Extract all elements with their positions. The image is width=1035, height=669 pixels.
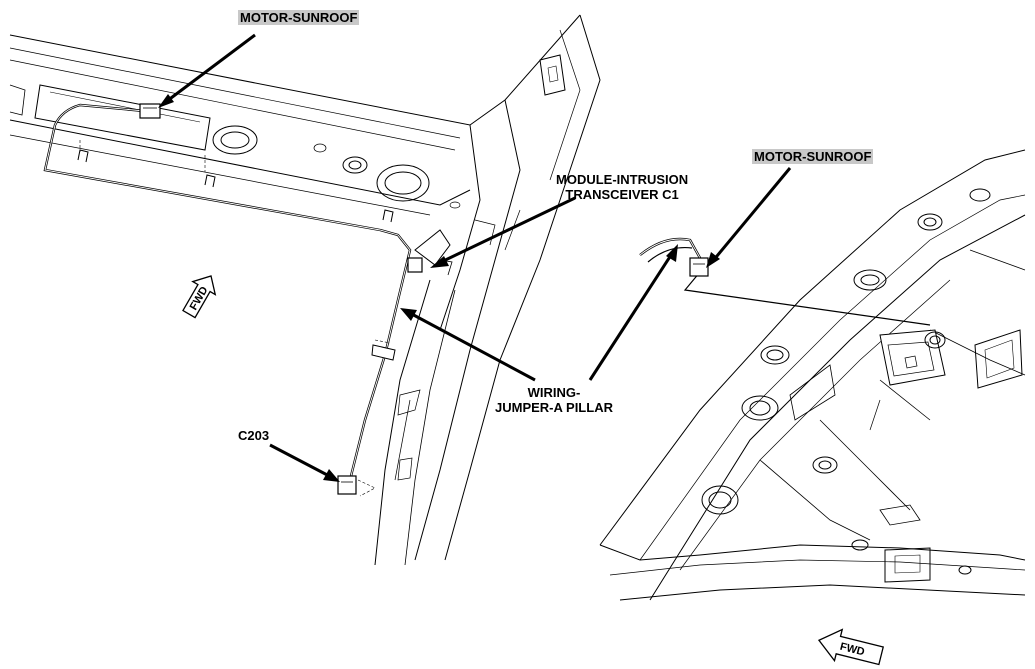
arrowhead-wiring-right	[666, 244, 678, 262]
wiring-line1: WIRING-	[527, 385, 581, 400]
motor-sunroof-left-label: MOTOR-SUNROOF	[238, 10, 360, 25]
callout-c203: C203	[238, 428, 269, 443]
fwd-left-label: FWD	[188, 285, 211, 313]
fwd-indicator-left: FWD	[182, 275, 217, 319]
fwd-indicator-right: FWD	[817, 628, 885, 666]
arrowhead-motor-sunroof-left	[158, 94, 174, 108]
c203-label: C203	[238, 428, 270, 443]
callout-motor-sunroof-left: MOTOR-SUNROOF	[238, 10, 360, 25]
wiring-line2: JUMPER-A PILLAR	[495, 400, 613, 415]
callout-wiring-jumper: WIRING- JUMPER-A PILLAR	[495, 385, 613, 415]
arrow-motor-sunroof-left	[162, 33, 256, 106]
arrow-module-intrusion	[436, 196, 576, 266]
arrowhead-wiring-left	[400, 308, 417, 321]
right-callout-arrows	[588, 167, 792, 381]
left-roof-panel	[9, 14, 601, 566]
fwd-right-label: FWD	[839, 641, 866, 659]
callout-module-intrusion: MODULE-INTRUSION TRANSCEIVER C1	[556, 172, 688, 202]
arrow-wiring-left	[407, 310, 536, 382]
right-roof-panel	[599, 149, 1026, 601]
arrow-motor-sunroof-right	[710, 167, 792, 263]
arrowhead-module-intrusion	[430, 256, 449, 268]
arrow-wiring-right	[588, 251, 675, 381]
arrowhead-c203	[323, 469, 340, 482]
arrow-c203	[269, 443, 334, 480]
arrowhead-motor-sunroof-right	[706, 252, 720, 268]
callout-motor-sunroof-right: MOTOR-SUNROOF	[752, 149, 874, 164]
left-callout-arrows	[158, 33, 576, 482]
module-intrusion-line1: MODULE-INTRUSION	[556, 172, 689, 187]
module-intrusion-line2: TRANSCEIVER C1	[565, 187, 679, 202]
motor-sunroof-right-label: MOTOR-SUNROOF	[752, 149, 874, 164]
